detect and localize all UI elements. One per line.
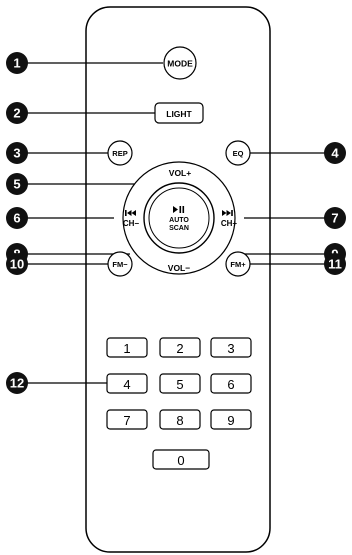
key-3-label: 3 xyxy=(227,341,234,356)
key-1-label: 1 xyxy=(123,341,130,356)
callout-12: 12 xyxy=(6,372,28,394)
callout-3: 3 xyxy=(6,142,28,164)
eq-button[interactable]: EQ xyxy=(225,140,251,166)
scan-label: SCAN xyxy=(169,225,189,232)
key-3[interactable]: 3 xyxy=(210,337,252,358)
key-0-label: 0 xyxy=(177,453,184,468)
light-button-label: LIGHT xyxy=(166,109,192,119)
key-4-label: 4 xyxy=(123,377,130,392)
fm-down-button[interactable]: FM− xyxy=(107,251,133,277)
callout-4-number: 4 xyxy=(331,146,339,161)
callout-1: 1 xyxy=(6,52,28,74)
skip-back-icon xyxy=(125,210,136,216)
callout-4: 4 xyxy=(324,142,346,164)
mode-button[interactable]: MODE xyxy=(163,46,197,80)
key-1[interactable]: 1 xyxy=(106,337,148,358)
key-4[interactable]: 4 xyxy=(106,373,148,394)
ch-down-button[interactable]: CH− xyxy=(123,210,140,228)
callout-11: 11 xyxy=(324,253,346,275)
vol-down-label: VOL− xyxy=(168,263,190,273)
auto-label: AUTO xyxy=(169,217,189,224)
navigation-ring xyxy=(122,161,236,275)
fm-up-label: FM+ xyxy=(230,260,246,269)
key-2[interactable]: 2 xyxy=(159,337,201,358)
rep-button-label: REP xyxy=(112,149,127,158)
callout-10-number: 10 xyxy=(10,257,24,272)
key-9-label: 9 xyxy=(227,413,234,428)
vol-up-button[interactable]: VOL+ xyxy=(169,168,191,178)
vol-up-label: VOL+ xyxy=(169,168,191,178)
eq-button-label: EQ xyxy=(233,149,244,158)
light-button[interactable]: LIGHT xyxy=(154,102,204,124)
callout-3-number: 3 xyxy=(13,146,20,161)
callout-5: 5 xyxy=(6,173,28,195)
callout-7: 7 xyxy=(324,207,346,229)
key-5[interactable]: 5 xyxy=(159,373,201,394)
remote-body xyxy=(85,6,271,553)
play-pause-icon xyxy=(173,206,185,213)
callout-2: 2 xyxy=(6,102,28,124)
callout-badges: 1 2 3 4 5 6 7 8 xyxy=(6,52,346,394)
key-9[interactable]: 9 xyxy=(210,409,252,430)
ch-up-button[interactable]: CH+ xyxy=(221,210,238,228)
callout-1-number: 1 xyxy=(13,56,20,71)
leader-lines xyxy=(25,62,330,384)
vol-down-button[interactable]: VOL− xyxy=(168,263,190,273)
callout-6: 6 xyxy=(6,207,28,229)
key-6-label: 6 xyxy=(227,377,234,392)
callout-10: 10 xyxy=(6,253,28,275)
ch-down-label: CH− xyxy=(123,219,140,228)
numeric-keypad: 1 2 3 4 5 6 7 8 xyxy=(106,337,252,470)
fm-down-label: FM− xyxy=(112,260,128,269)
callout-5-number: 5 xyxy=(13,177,20,192)
key-2-label: 2 xyxy=(176,341,183,356)
key-7[interactable]: 7 xyxy=(106,409,148,430)
skip-forward-icon xyxy=(222,210,233,216)
key-8-label: 8 xyxy=(176,413,183,428)
rep-button[interactable]: REP xyxy=(107,140,133,166)
mode-button-label: MODE xyxy=(167,59,193,69)
play-pause-button[interactable]: AUTO SCAN xyxy=(169,206,189,232)
key-8[interactable]: 8 xyxy=(159,409,201,430)
key-7-label: 7 xyxy=(123,413,130,428)
fm-up-button[interactable]: FM+ xyxy=(225,251,251,277)
key-0[interactable]: 0 xyxy=(152,449,210,470)
key-6[interactable]: 6 xyxy=(210,373,252,394)
callout-11-number: 11 xyxy=(328,257,342,272)
key-5-label: 5 xyxy=(176,377,183,392)
ch-up-label: CH+ xyxy=(221,219,238,228)
callout-2-number: 2 xyxy=(13,106,20,121)
callout-12-number: 12 xyxy=(10,376,24,391)
callout-7-number: 7 xyxy=(331,211,338,226)
callout-6-number: 6 xyxy=(13,211,20,226)
